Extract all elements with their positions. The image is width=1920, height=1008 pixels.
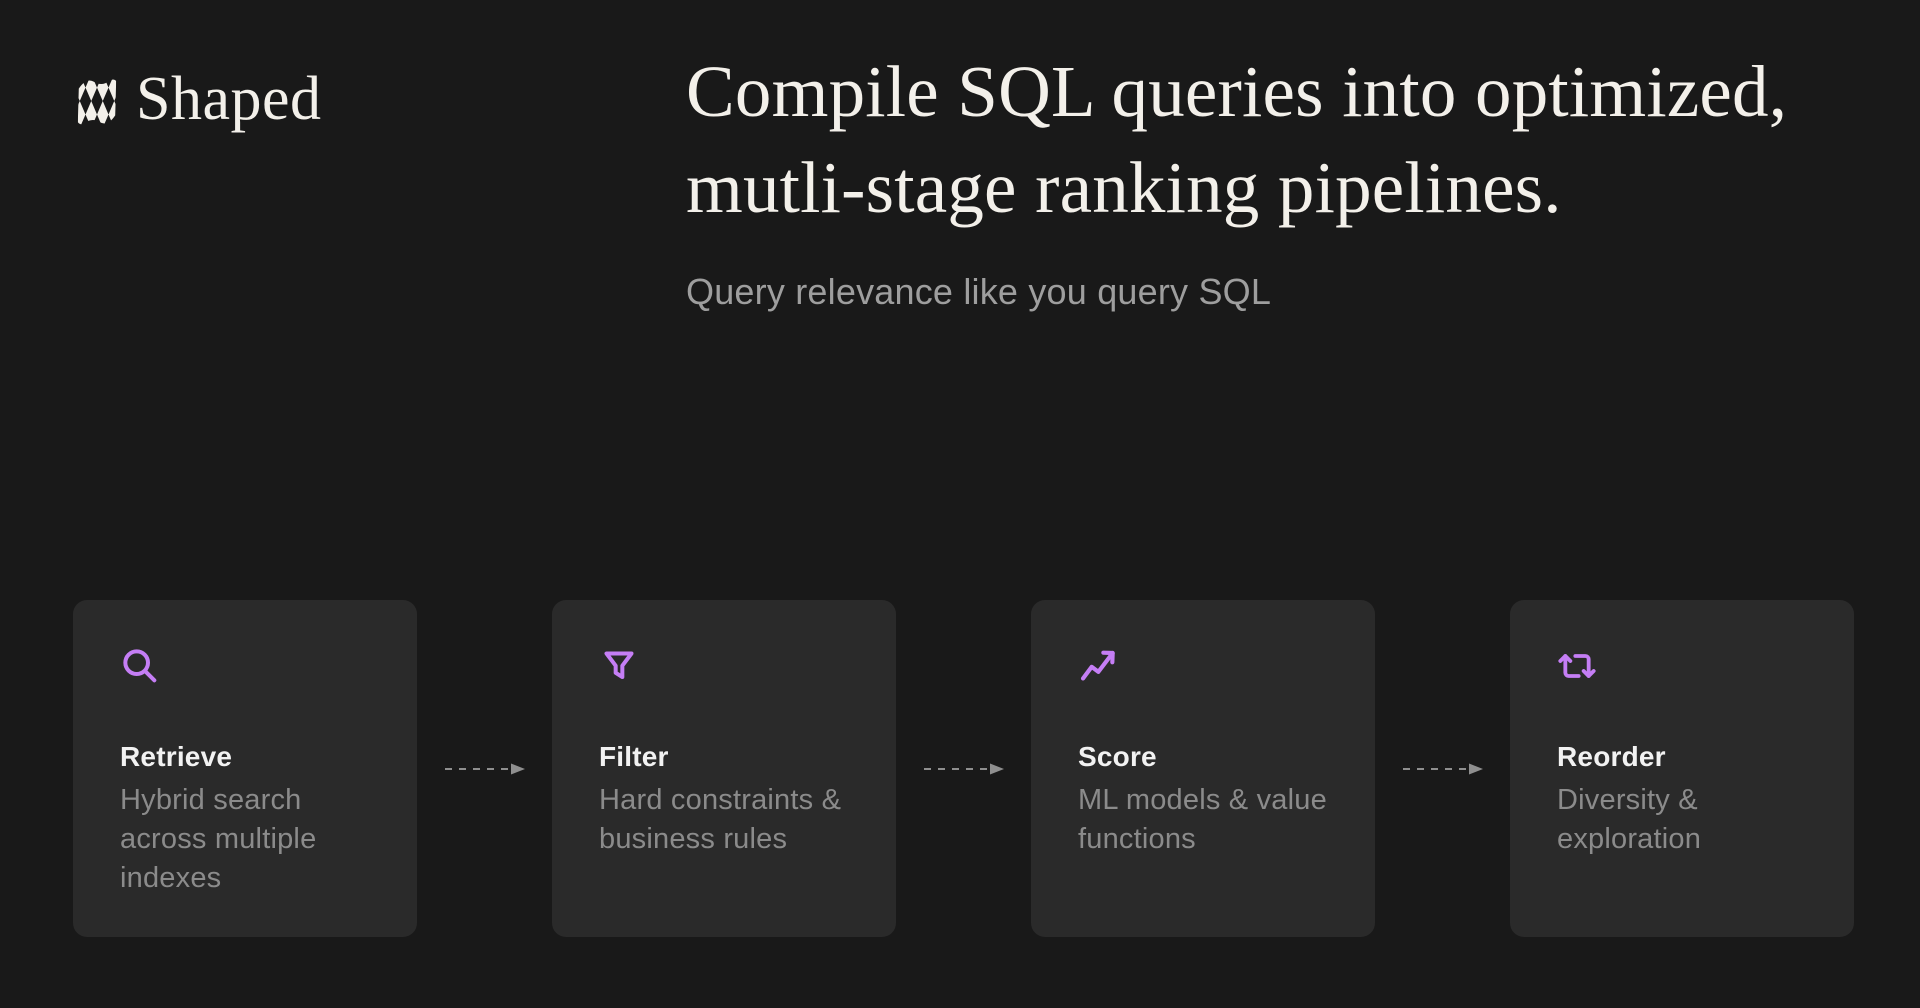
pipeline-stages: Retrieve Hybrid search across multiple i… [73,600,1854,937]
stage-description: Diversity & exploration [1557,784,1702,855]
filter-icon [599,646,639,686]
stage-card-reorder: Reorder Diversity & exploration [1510,600,1854,937]
stage-title: Retrieve [120,741,233,772]
stage-description: ML models & value functions [1078,784,1327,855]
stage-title: Filter [599,741,669,772]
stage-description: Hard constraints & business rules [599,784,842,855]
trending-up-icon [1078,646,1118,686]
brand-wordmark: Shaped [136,65,322,133]
shaped-logo-icon [74,72,120,132]
stage-card-retrieve: Retrieve Hybrid search across multiple i… [73,600,417,937]
dashed-arrow-right-icon [896,762,1031,776]
page-title-line-2: mutli-stage ranking pipelines. [686,147,1562,228]
stage-title: Score [1078,741,1157,772]
repeat-icon [1557,646,1597,686]
stage-card-filter: Filter Hard constraints & business rules [552,600,896,937]
stage-description: Hybrid search across multiple indexes [120,784,317,894]
hero-section: Compile SQL queries into optimized, mutl… [686,44,1787,314]
search-icon [120,646,160,686]
stage-title: Reorder [1557,741,1666,772]
page-subtitle: Query relevance like you query SQL [686,271,1272,312]
brand-logo[interactable]: Shaped [74,68,322,136]
stage-card-score: Score ML models & value functions [1031,600,1375,937]
page-title-line-1: Compile SQL queries into optimized, [686,51,1788,132]
dashed-arrow-right-icon [1375,762,1510,776]
page-title: Compile SQL queries into optimized, mutl… [686,44,1787,236]
dashed-arrow-right-icon [417,762,552,776]
